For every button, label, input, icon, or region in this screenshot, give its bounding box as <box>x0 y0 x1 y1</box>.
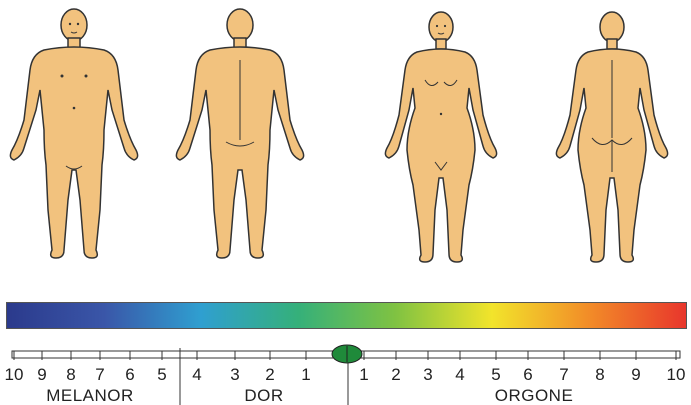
scale-tick-label: 4 <box>455 365 464 384</box>
scale-tick-labels: 10 9 8 7 6 5 4 3 2 1 1 2 3 4 5 6 7 8 9 10 <box>5 365 686 384</box>
scale-tick-label: 3 <box>423 365 432 384</box>
color-spectrum-bar <box>6 302 687 329</box>
scale-tick-label: 5 <box>157 365 166 384</box>
zone-label-orgone: ORGONE <box>495 386 574 405</box>
scale-tick-label: 10 <box>5 365 24 384</box>
zone-label-dor: DOR <box>244 386 283 405</box>
zone-label-melanor: MELANOR <box>46 386 134 405</box>
scale-tick-label: 1 <box>359 365 368 384</box>
scale-tick-label: 6 <box>125 365 134 384</box>
scale-tick-label: 8 <box>595 365 604 384</box>
scale-tick-label: 8 <box>66 365 75 384</box>
scale-tick-label: 1 <box>301 365 310 384</box>
male-front-figure <box>10 9 137 258</box>
scale-tick-label: 6 <box>523 365 532 384</box>
female-front-figure <box>385 12 496 262</box>
scale-tick-label: 2 <box>265 365 274 384</box>
scale-tick-label: 9 <box>631 365 640 384</box>
scale-tick-label: 9 <box>37 365 46 384</box>
body-figures <box>0 0 691 290</box>
scale-tick-label: 3 <box>230 365 239 384</box>
energy-scale: 10 9 8 7 6 5 4 3 2 1 1 2 3 4 5 6 7 8 9 10 MELANOR DOR ORGON… <box>0 340 691 405</box>
female-back-figure <box>556 12 667 262</box>
male-back-figure <box>176 9 303 258</box>
scale-tick-label: 4 <box>192 365 201 384</box>
scale-tick-label: 2 <box>391 365 400 384</box>
scale-tick-label: 5 <box>491 365 500 384</box>
scale-tick-label: 7 <box>559 365 568 384</box>
scale-tick-label: 10 <box>667 365 686 384</box>
scale-tick-label: 7 <box>95 365 104 384</box>
